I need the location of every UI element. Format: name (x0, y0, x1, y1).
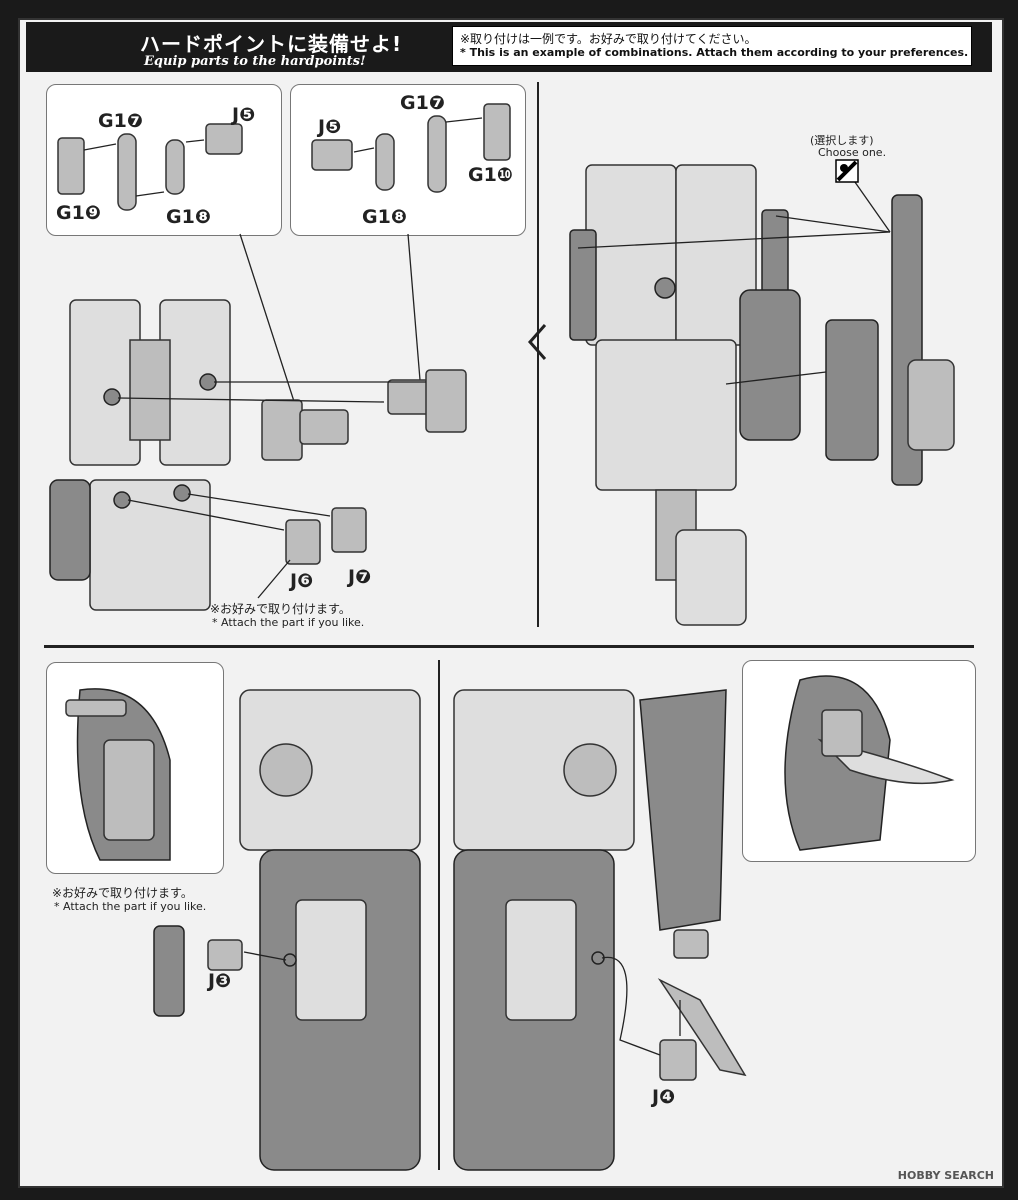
label-j3: J❸ (208, 970, 232, 992)
label-j4: J❹ (652, 1086, 676, 1108)
callout-box-left (46, 84, 282, 236)
title-english: Equip parts to the hardpoints! (144, 54, 366, 69)
label-callout-a-j5: J❺ (232, 104, 256, 126)
top-left-robot (49, 299, 467, 611)
horizontal-divider (44, 645, 974, 648)
optional-note-jp-bottom: ※お好みで取り付けます。 (52, 886, 193, 900)
title-japanese: ハードポイントに装備せよ! (140, 32, 403, 56)
bottom-left-robot (153, 689, 421, 1171)
optional-note-en-bottom: * Attach the part if you like. (54, 900, 207, 913)
note-english: * This is an example of combinations. At… (460, 46, 969, 59)
note-box (452, 26, 972, 66)
watermark: HOBBY SEARCH (897, 1169, 994, 1182)
callout-a-parts (57, 123, 243, 211)
bottom-right-closeup-art (784, 675, 955, 851)
label-j7: J❼ (348, 566, 372, 588)
label-j6: J❻ (290, 570, 314, 592)
choose-note-jp: (選択します) (810, 134, 874, 147)
optional-note-jp-top: ※お好みで取り付けます。 (210, 602, 351, 616)
vertical-divider-bottom (438, 660, 440, 1170)
vertical-divider-top (537, 82, 539, 627)
top-right-robot (527, 159, 955, 626)
label-callout-b-g18: G1❽ (362, 206, 407, 228)
label-callout-b-j5: J❺ (318, 116, 342, 138)
bottom-right-robot (453, 689, 747, 1171)
callout-b-parts (311, 103, 511, 193)
choose-note-en: Choose one. (818, 146, 887, 159)
label-callout-a-g18: G1❽ (166, 206, 211, 228)
label-callout-b-g110: G1❿ (468, 164, 513, 186)
bottom-left-closeup-art (65, 688, 171, 861)
label-callout-b-g17: G1❼ (400, 92, 445, 114)
optional-note-en-top: * Attach the part if you like. (212, 616, 365, 629)
note-japanese: ※取り付けは一例です。お好みで取り付けてください。 (460, 32, 757, 46)
label-callout-a-g17: G1❼ (98, 110, 143, 132)
label-callout-a-g19: G1❾ (56, 202, 101, 224)
